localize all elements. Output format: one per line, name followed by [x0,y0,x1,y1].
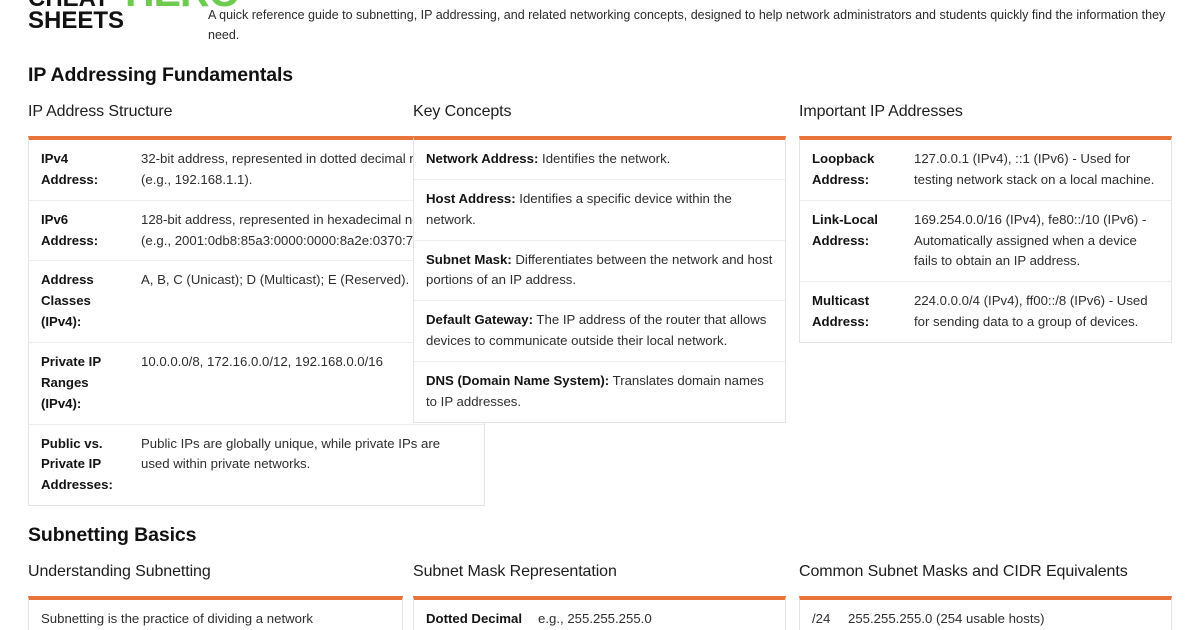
list-item: DNS (Domain Name System): Translates dom… [414,362,785,422]
row-value: 127.0.0.1 (IPv4), ::1 (IPv6) - Used for … [914,151,1155,187]
row-value: 32-bit address, represented in dotted de… [141,151,457,187]
table-row: Multicast Address: 224.0.0.0/4 (IPv4), f… [800,282,1171,342]
column-title-understanding-subnetting: Understanding Subnetting [28,563,211,580]
definition: Differentiates between the network and h… [426,251,773,288]
row-label: Multicast Address: [812,293,870,330]
definition: The IP address of the router that allows… [426,312,767,349]
header-text-block: Networking Subnetting & IP Addressing Ch… [198,0,1172,45]
list-item: Host Address: Identifies a specific devi… [414,180,785,241]
row-value: Public IPs are globally unique, while pr… [141,435,441,472]
row-label: Link-Local Address: [812,211,878,248]
table-common-subnet-masks-cidr: /24 255.255.255.0 (254 usable hosts) [799,596,1172,630]
row-label: IPv4 Address: [41,151,99,187]
row-value: A, B, C (Unicast); D (Multicast); E (Res… [141,272,410,288]
table-row: Address Classes (IPv4): A, B, C (Unicast… [29,261,484,344]
term: Network Address: [426,151,539,166]
row-label: Public vs. Private IP Addresses: [41,435,113,493]
row-value: 224.0.0.0/4 (IPv4), ff00::/8 (IPv6) - Us… [914,293,1148,330]
column-title-key-concepts: Key Concepts [413,103,512,120]
term: Subnet Mask: [426,251,512,267]
term: DNS (Domain Name System): [426,373,610,389]
page-header: CHEAT SHEETS HERO Networking Subnetting … [0,0,1200,45]
table-row: /24 255.255.255.0 (254 usable hosts) [800,600,1171,630]
row-value: e.g., 255.255.255.0 [538,611,652,626]
list-item: Default Gateway: The IP address of the r… [414,301,785,363]
column-title-common-subnet-masks: Common Subnet Masks and CIDR Equivalents [799,563,1128,580]
term: Default Gateway: [426,312,533,328]
section-heading-subnetting-basics: Subnetting Basics [28,524,197,546]
row-label: Address Classes (IPv4): [41,272,94,330]
logo-line-cheat: CHEAT [28,0,124,11]
term: Host Address: [426,190,516,206]
table-key-concepts: Network Address: Identifies the network.… [413,136,786,423]
definition: Translates domain names to IP addresses. [426,373,764,409]
table-understanding-subnetting: Subnetting is the practice of dividing a… [28,596,403,630]
brand-logo[interactable]: CHEAT SHEETS HERO [28,0,241,35]
table-row: Loopback Address: 127.0.0.1 (IPv4), ::1 … [800,140,1171,201]
row-value: 10.0.0.0/8, 172.16.0.0/12, 192.168.0.0/1… [141,354,383,370]
logo-line-sheets: SHEETS [28,7,125,35]
list-item: Subnet Mask: Differentiates between the … [414,241,785,302]
row-label: /24 [812,611,831,626]
column-title-ip-address-structure: IP Address Structure [28,103,173,120]
row-value: 255.255.255.0 (254 usable hosts) [848,611,1045,626]
table-important-ip-addresses: Loopback Address: 127.0.0.1 (IPv4), ::1 … [799,136,1172,344]
section-heading-ip-fundamentals: IP Addressing Fundamentals [28,64,294,86]
table-row: Public vs. Private IP Addresses: Public … [29,425,484,506]
row-value: 169.254.0.0/16 (IPv4), fe80::/10 (IPv6) … [914,211,1147,269]
column-title-important-ip-addresses: Important IP Addresses [799,103,963,120]
paragraph-text: Subnetting is the practice of dividing a… [41,611,313,626]
table-row: Dotted Decimal e.g., 255.255.255.0 [414,600,785,630]
definition: Identifies the network. [538,151,671,166]
row-label: Private IP Ranges (IPv4): [41,354,101,411]
definition: Identifies a specific device within the … [426,190,732,227]
page-subtitle: A quick reference guide to subnetting, I… [208,8,1166,42]
table-subnet-mask-representation: Dotted Decimal e.g., 255.255.255.0 [413,596,786,630]
list-item: Subnetting is the practice of dividing a… [29,600,402,630]
table-row: Private IP Ranges (IPv4): 10.0.0.0/8, 17… [29,343,484,425]
column-title-subnet-mask-representation: Subnet Mask Representation [413,563,617,580]
row-value: 128-bit address, represented in hexadeci… [141,211,452,248]
row-label: IPv6 Address: [41,211,99,248]
table-ip-address-structure: IPv4 Address: 32-bit address, represente… [28,136,485,507]
table-row: IPv4 Address: 32-bit address, represente… [29,140,484,201]
table-row: IPv6 Address: 128-bit address, represent… [29,201,484,262]
row-label: Loopback Address: [812,151,875,187]
table-row: Link-Local Address: 169.254.0.0/16 (IPv4… [800,201,1171,283]
list-item: Network Address: Identifies the network. [414,140,785,180]
row-label: Dotted Decimal [426,611,522,626]
